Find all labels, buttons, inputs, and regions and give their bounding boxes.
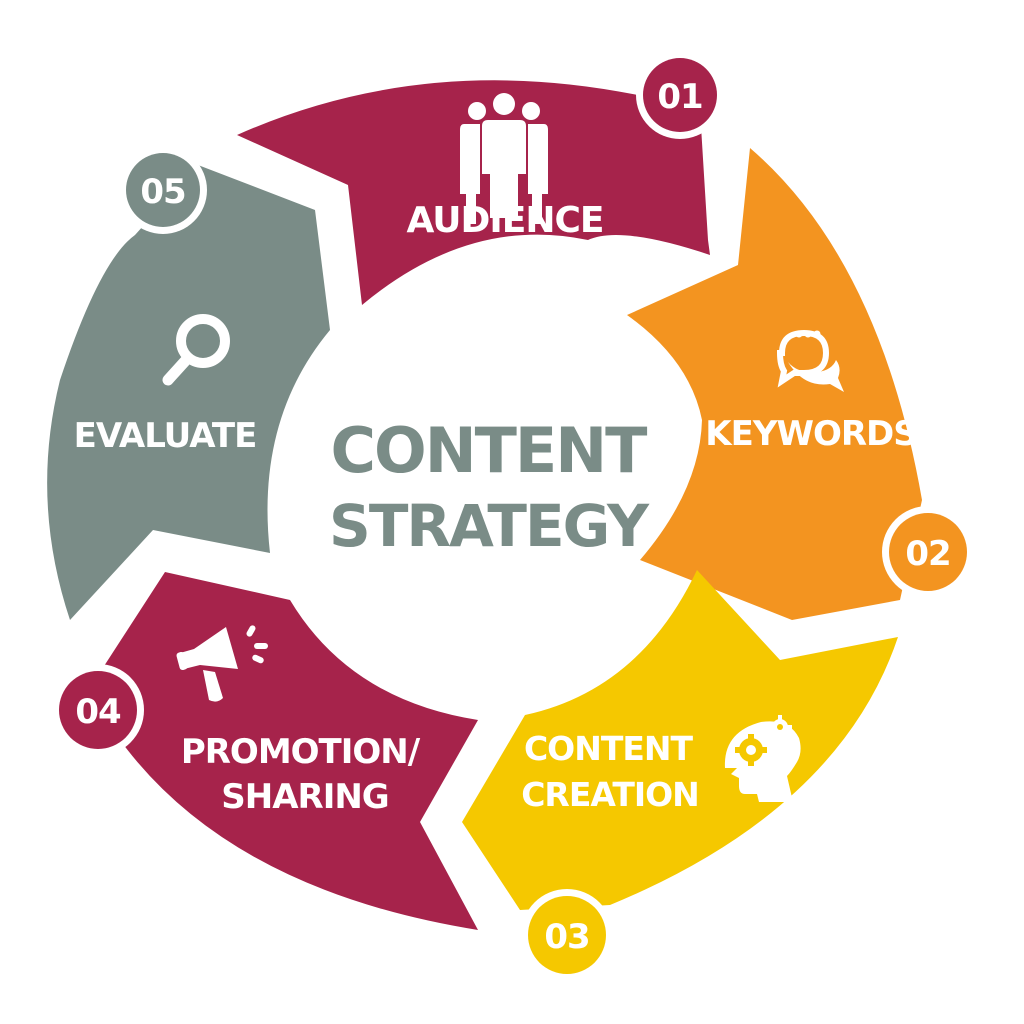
segment-01-audience: AUDIENCE [237,80,710,305]
segment-02-label: KEYWORDS [705,414,917,454]
segment-03-label-line1: CONTENT [524,729,694,768]
chat-bubbles-icon [776,329,844,392]
segment-04-label-line2: SHARING [221,777,388,817]
people-group-icon [460,93,548,224]
segment-03-content-creation: CONTENT CREATION [462,570,898,910]
segment-02-keywords: KEYWORDS [627,148,922,620]
badge-05-number: 05 [140,172,185,212]
badge-04-number: 04 [75,692,121,732]
magnifier-icon [162,314,230,386]
center-title-line2: STRATEGY [329,492,650,560]
badge-01-number: 01 [657,77,702,117]
segment-04-label-line1: PROMOTION/ [181,732,421,772]
segment-03-shape [462,570,898,910]
badge-05: 05 [119,146,207,234]
badge-04: 04 [52,664,144,756]
badge-03-number: 03 [544,917,589,957]
segment-05-shape [47,165,331,620]
segment-02-shape [627,148,922,620]
segment-05-evaluate: EVALUATE [47,165,331,620]
badge-03: 03 [521,889,613,981]
head-gears-icon [724,715,801,802]
segment-05-label: EVALUATE [74,416,257,456]
segment-01-label: AUDIENCE [407,200,604,241]
badge-02-number: 02 [905,534,950,574]
badge-01: 01 [636,51,724,139]
segment-03-label-line2: CREATION [521,775,699,814]
segment-04-promotion-sharing: PROMOTION/ SHARING [95,572,478,930]
badge-02: 02 [882,506,974,598]
megaphone-icon [176,625,268,702]
center-title-line1: CONTENT [331,414,648,487]
